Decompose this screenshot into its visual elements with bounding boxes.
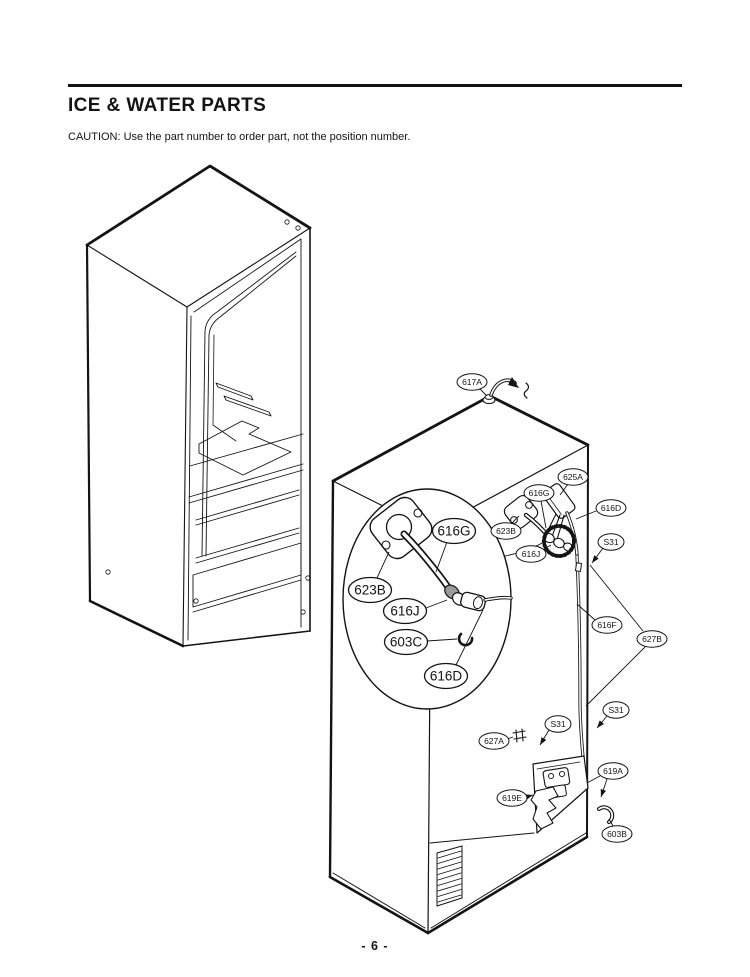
callout-label: 616D [430,668,463,683]
callout-S31: S31 [539,715,572,746]
callout-label: 623B [496,526,516,536]
callout-label: 616F [597,620,616,630]
callout-616F: 616F [576,603,623,634]
callout-619E: 619E [496,789,534,807]
callout-627B: 627B [585,564,668,707]
top-grommet [482,394,496,405]
callout-label: 616J [522,549,540,559]
callout-label: S31 [608,705,623,715]
page-title: ICE & WATER PARTS [68,95,267,116]
callout-layer: 617A 625A 616G 616D 623B S31 616J 616F 627B 627A S… [347,373,668,843]
callout-label: S31 [603,537,618,547]
callout-S31: S31 [596,701,630,729]
callout-616D: 616D [575,499,627,520]
callout-label: 616D [601,503,621,513]
water-valve-assembly [503,483,585,759]
callout-623B: 623B [347,551,393,604]
tube-coupling [460,591,487,612]
callout-label: 603B [607,829,627,839]
callout-label: 627A [484,736,504,746]
callout-616J: 616J [515,544,552,563]
callout-623B: 623B [490,515,522,540]
c-clip [457,632,474,647]
callout-S31: S31 [591,533,625,564]
detail-bubble [342,488,543,710]
callout-616G: 616G [431,517,477,573]
page-number: - 6 - [361,939,389,953]
callout-label: 619A [603,766,623,776]
callout-label: 623B [354,582,386,597]
callout-label: 627B [642,634,662,644]
callout-627A: 627A [478,732,514,750]
callout-619A: 619A [586,762,629,798]
callout-603C: 603C [383,628,458,656]
cabinet-rear-view [328,377,590,935]
coiled-tube [597,805,615,824]
bottom-bracket-assembly [530,755,615,834]
callout-603B: 603B [601,818,633,843]
callout-label: 616G [529,488,550,498]
callout-616J: 616J [382,597,448,625]
vent-grille [436,845,463,907]
cabinet-front-view [85,164,312,648]
top-rule [68,84,682,87]
callout-label: 625A [563,472,583,482]
tube-clip [512,728,527,743]
callout-label: 617A [462,377,482,387]
callout-617A: 617A [456,373,488,397]
callout-label: 603C [390,634,423,649]
caution-text: CAUTION: Use the part number to order pa… [68,131,411,143]
callout-label: 619E [502,793,522,803]
callout-label: 616G [437,523,470,538]
callout-616G: 616G [523,484,555,529]
callout-625A: 625A [557,468,589,496]
callout-label: 616J [390,603,419,618]
callout-616D: 616D [423,609,484,690]
tube-routing-arrow [489,377,530,399]
callout-label: S31 [550,719,565,729]
